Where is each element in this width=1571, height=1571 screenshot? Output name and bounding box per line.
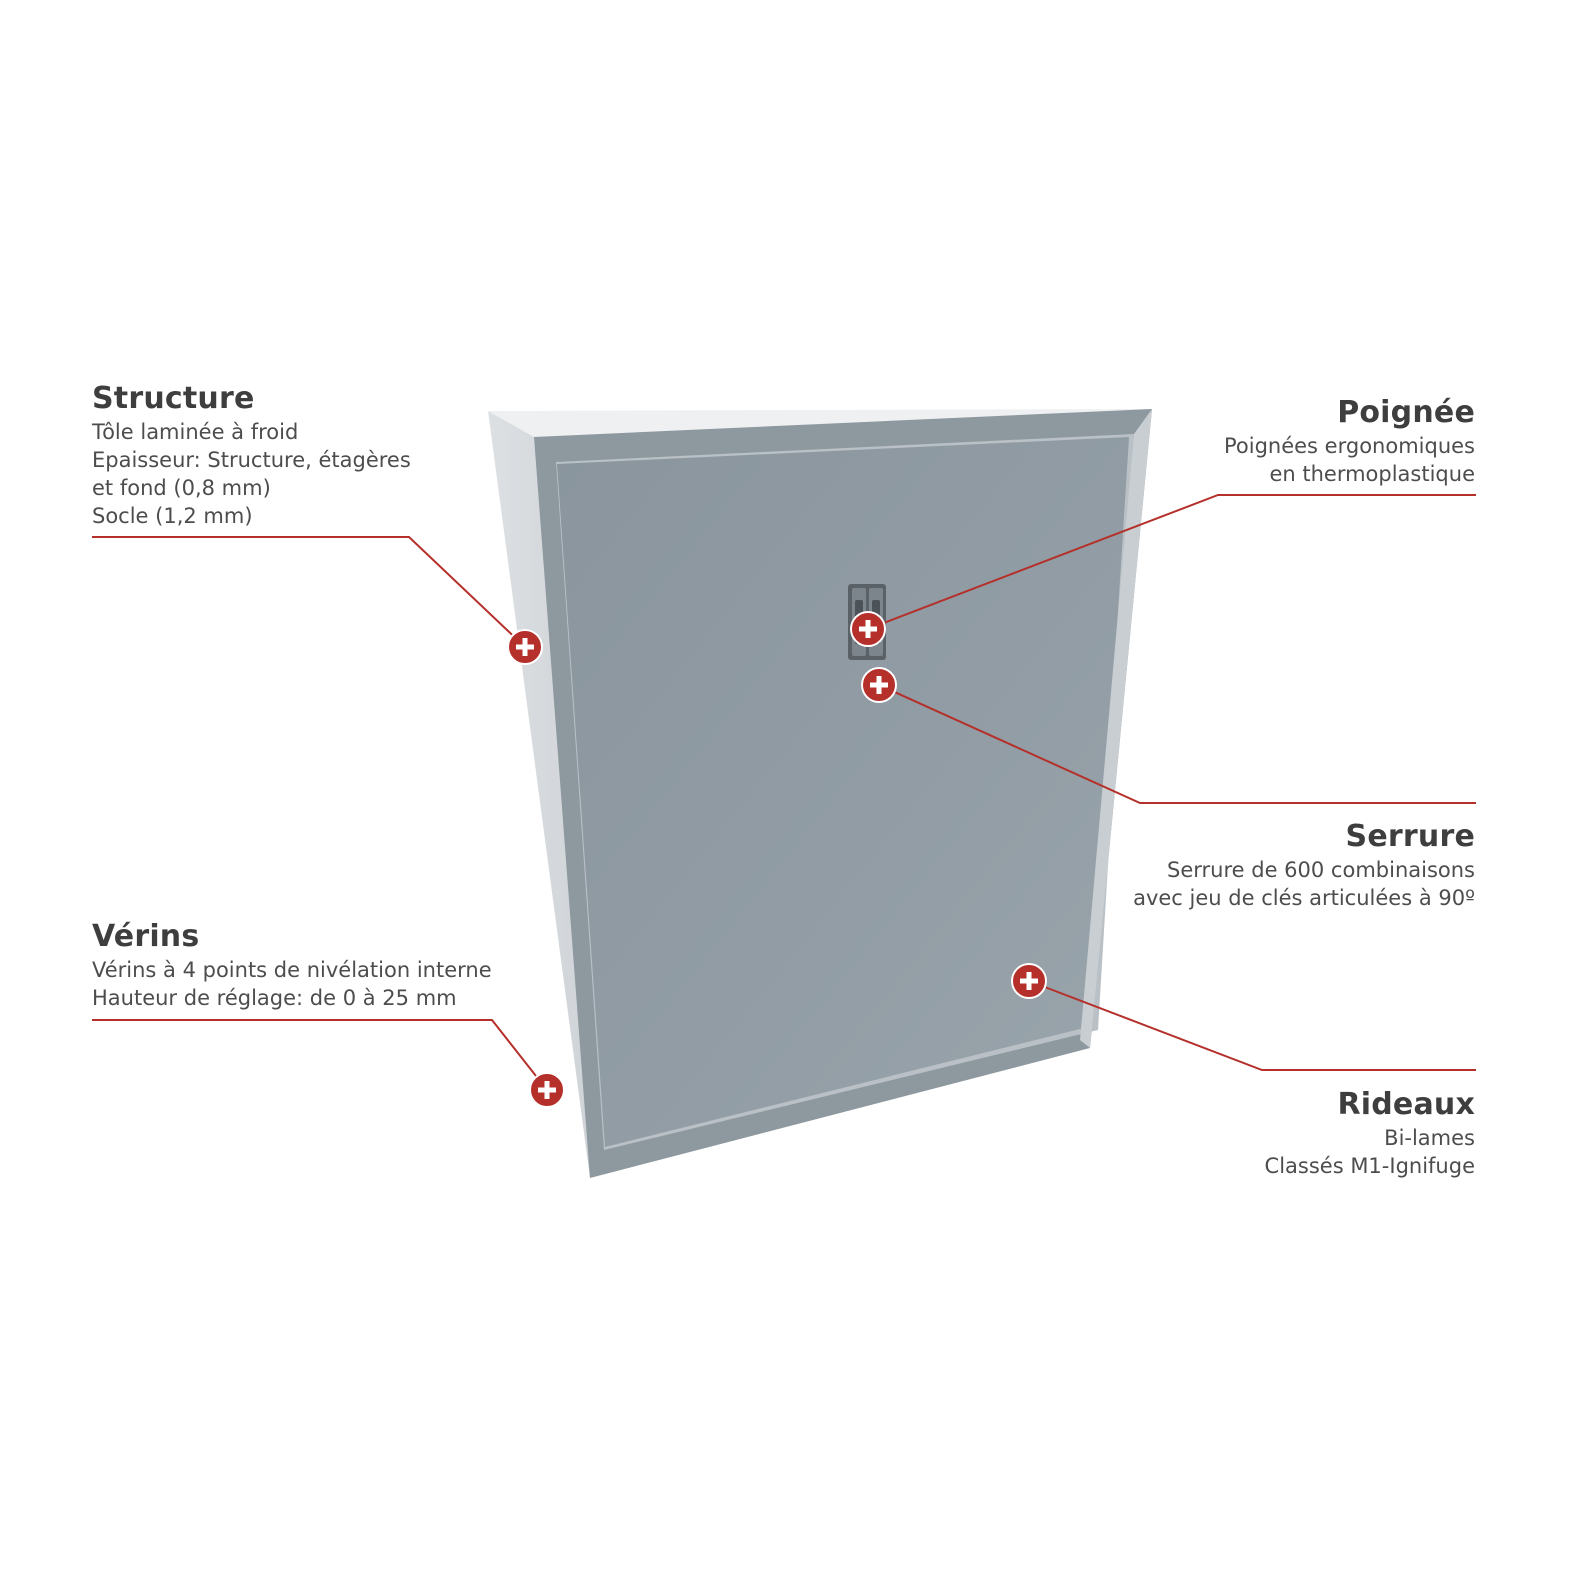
callout-title: Vérins: [92, 919, 200, 954]
leader-line-verins: [92, 1019, 548, 1091]
callout-title: Poignée: [1337, 395, 1475, 430]
callout-line: en thermoplastique: [1269, 462, 1475, 486]
callout-serrure: Serrure Serrure de 600 combinaisons avec…: [1133, 820, 1475, 912]
cabinet-right-edge: [1080, 409, 1152, 1048]
callout-title: Serrure: [1345, 819, 1475, 854]
leader-line-rideaux: [1028, 980, 1476, 1071]
callout-line: Poignées ergonomiques: [1223, 434, 1475, 458]
callout-line: Classés M1-Ignifuge: [1264, 1154, 1475, 1178]
callout-poignee: Poignée Poignées ergonomiques en thermop…: [1224, 396, 1475, 488]
hotspot-poignee[interactable]: [850, 611, 886, 647]
callout-title: Rideaux: [1337, 1087, 1475, 1122]
callout-line: Serrure de 600 combinaisons: [1167, 858, 1475, 882]
callout-line: Socle (1,2 mm): [92, 504, 253, 528]
hotspot-verins[interactable]: [529, 1072, 565, 1108]
callout-line: avec jeu de clés articulées à 90º: [1133, 886, 1475, 910]
hotspot-rideaux[interactable]: [1011, 963, 1047, 999]
leader-lines: [92, 494, 1476, 1091]
callout-structure: Structure Tôle laminée à froid Epaisseur…: [92, 382, 411, 530]
leader-line-structure: [92, 536, 526, 648]
callout-line: Tôle laminée à froid: [92, 420, 299, 444]
callout-line: et fond (0,8 mm): [92, 476, 271, 500]
callout-line: Vérins à 4 points de nivélation interne: [92, 958, 492, 982]
hotspot-serrure[interactable]: [861, 667, 897, 703]
callout-title: Structure: [92, 381, 255, 416]
hotspot-structure[interactable]: [507, 629, 543, 665]
cabinet-front-panel: [557, 437, 1129, 1147]
leader-line-poignee: [867, 494, 1476, 630]
callout-line: Hauteur de réglage: de 0 à 25 mm: [92, 986, 457, 1010]
callout-rideaux: Rideaux Bi-lames Classés M1-Ignifuge: [1265, 1088, 1475, 1180]
callout-line: Epaisseur: Structure, étagères: [92, 448, 411, 472]
cabinet-side: [488, 411, 604, 1178]
leader-line-serrure: [878, 684, 1476, 804]
callout-verins: Vérins Vérins à 4 points de nivélation i…: [92, 920, 492, 1012]
callout-line: Bi-lames: [1384, 1126, 1475, 1150]
